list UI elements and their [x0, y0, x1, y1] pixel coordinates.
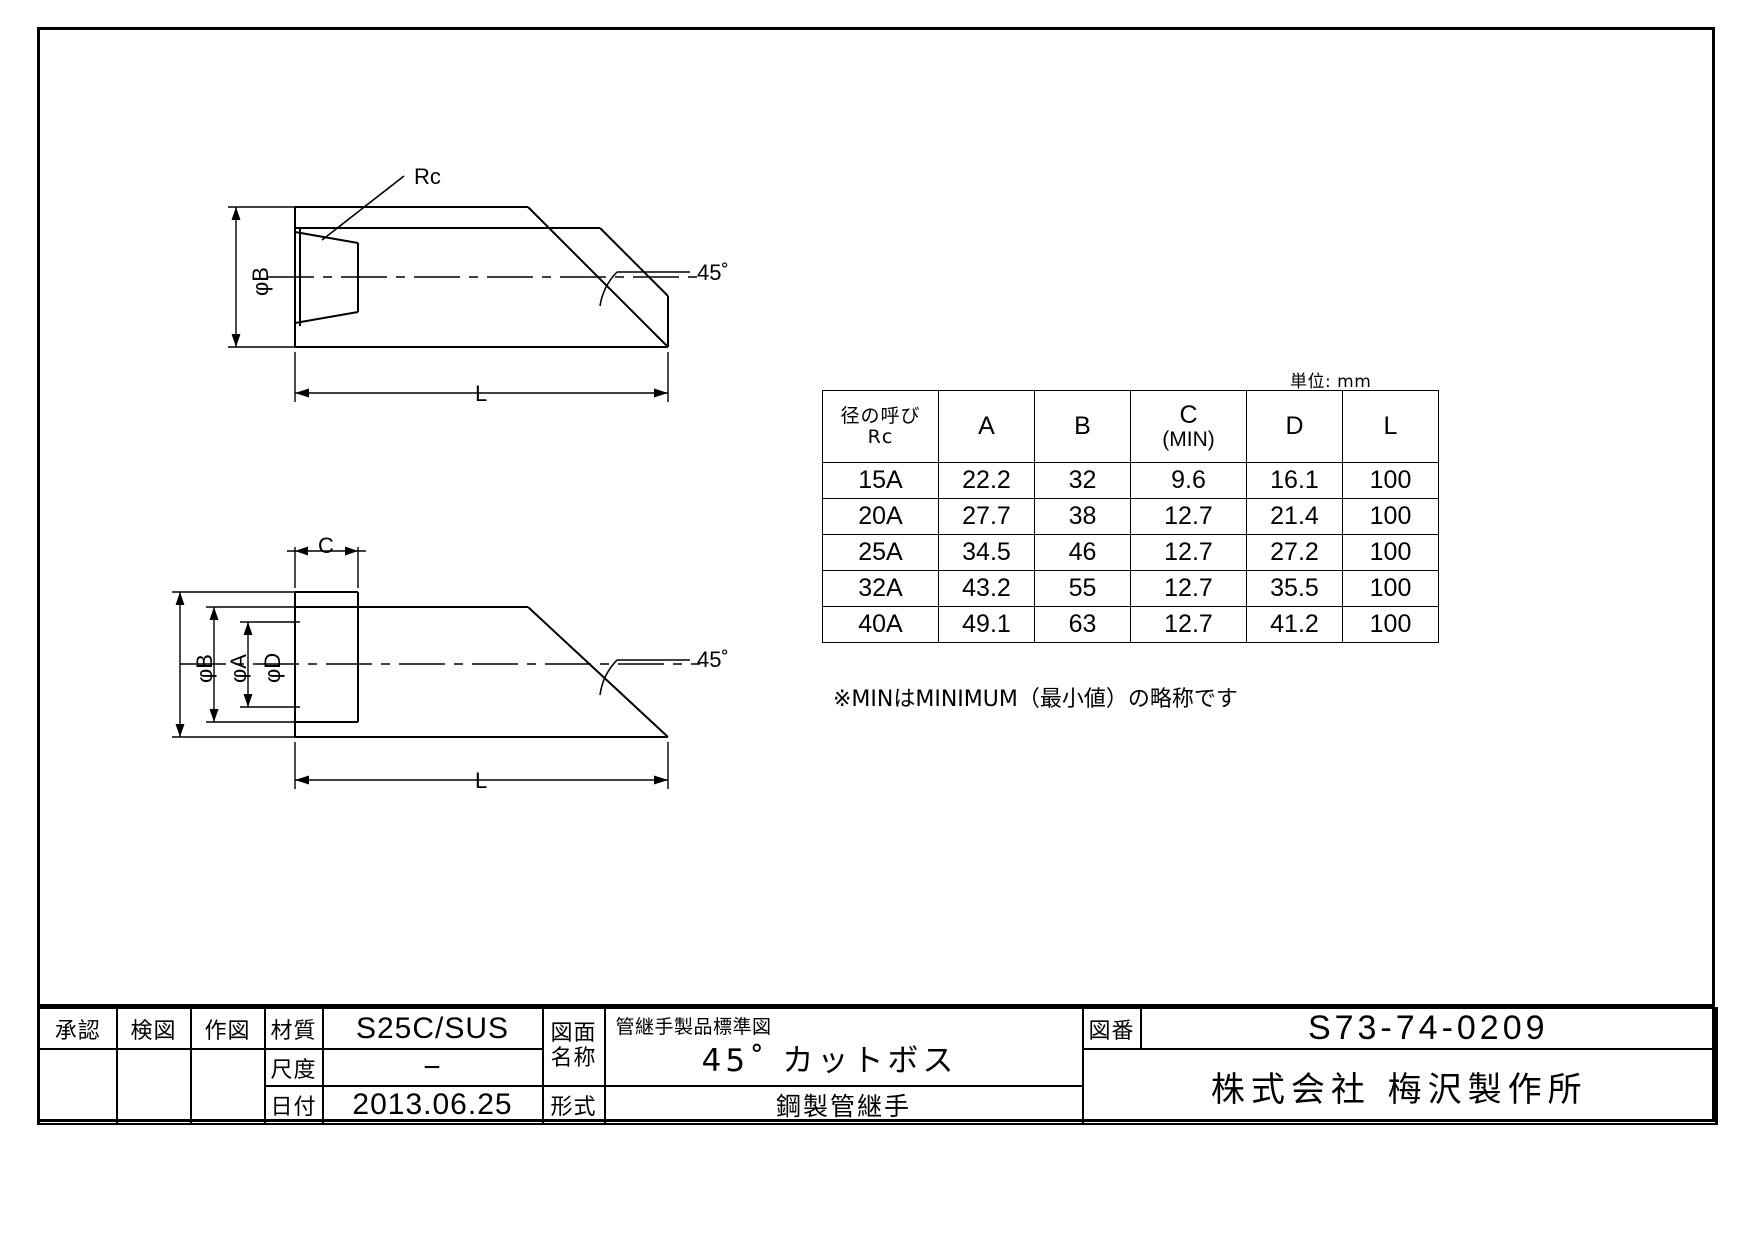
- label-rc: Rc: [414, 164, 441, 189]
- drawing-name-label-line2: 名称: [550, 1045, 597, 1071]
- cell-d: 35.5: [1246, 570, 1343, 607]
- cell-a: 49.1: [938, 606, 1035, 643]
- label-l-bottom: L: [475, 768, 488, 793]
- draw-label: 作図: [189, 1006, 266, 1051]
- title-block-row-2: 尺度 − 株式会社 梅沢製作所: [37, 1048, 1718, 1125]
- draw-stamp-box[interactable]: [189, 1048, 266, 1125]
- drawing-name-sub: 管継手製品標準図: [615, 1016, 772, 1038]
- table-row: 25A 34.5 46 12.7 27.2 100: [822, 534, 1439, 571]
- header-c-min: (MIN): [1162, 427, 1215, 451]
- cell-c: 12.7: [1130, 534, 1247, 571]
- table-row: 40A 49.1 63 12.7 41.2 100: [822, 606, 1439, 643]
- title-block-table: 承認 検図 作図 材質 S25C/SUS 図面 名称 管継手製品標準図 45˚ …: [37, 1006, 1718, 1126]
- header-c-letter: C: [1179, 400, 1198, 429]
- approval-stamp-box[interactable]: [37, 1048, 118, 1125]
- cell-nominal: 32A: [822, 570, 939, 607]
- cell-b: 32: [1034, 462, 1131, 499]
- title-block-row-1: 承認 検図 作図 材質 S25C/SUS 図面 名称 管継手製品標準図 45˚ …: [37, 1006, 1718, 1087]
- scale-label: 尺度: [263, 1048, 324, 1087]
- cell-c: 12.7: [1130, 498, 1247, 535]
- form-label: 形式: [541, 1084, 606, 1126]
- header-d: D: [1246, 390, 1343, 463]
- approval-label: 承認: [37, 1006, 118, 1051]
- cell-d: 41.2: [1246, 606, 1343, 643]
- scale-value: −: [321, 1048, 544, 1087]
- cell-nominal: 25A: [822, 534, 939, 571]
- cell-a: 22.2: [938, 462, 1035, 499]
- dimension-table-body: 15A 22.2 32 9.6 16.1 100 20A 27.7 38 12.…: [822, 462, 1439, 643]
- table-row: 15A 22.2 32 9.6 16.1 100: [822, 462, 1439, 499]
- date-value: 2013.06.25: [321, 1084, 544, 1126]
- drawing-number-value: S73-74-0209: [1139, 1006, 1718, 1051]
- cell-nominal: 15A: [822, 462, 939, 499]
- header-nominal-line1: 径の呼び: [840, 404, 921, 427]
- drawing-number-text: S73-74-0209: [1307, 1009, 1549, 1048]
- cell-c: 12.7: [1130, 606, 1247, 643]
- dimension-table: 径の呼び Rc A B C (MIN) D L 15A 22.2: [822, 390, 1439, 643]
- header-b: B: [1034, 390, 1131, 463]
- cell-c: 12.7: [1130, 570, 1247, 607]
- cell-nominal: 20A: [822, 498, 939, 535]
- drawing-name-label: 図面 名称: [541, 1007, 606, 1087]
- cell-b: 38: [1034, 498, 1131, 535]
- header-c: C (MIN): [1130, 390, 1247, 463]
- drawing-name-value: 管継手製品標準図 45˚ カットボス: [603, 1007, 1084, 1087]
- form-value-text: 鋼製管継手: [775, 1091, 911, 1121]
- title-block: 承認 検図 作図 材質 S25C/SUS 図面 名称 管継手製品標準図 45˚ …: [37, 1004, 1718, 1126]
- cell-nominal: 40A: [822, 606, 939, 643]
- label-phib-bottom: φB: [192, 654, 217, 683]
- header-l: L: [1342, 390, 1439, 463]
- material-value: S25C/SUS: [321, 1006, 544, 1051]
- cell-d: 21.4: [1246, 498, 1343, 535]
- cell-l: 100: [1342, 606, 1439, 643]
- label-angle-bottom: 45˚: [697, 647, 729, 672]
- cell-l: 100: [1342, 570, 1439, 607]
- company-name: 株式会社 梅沢製作所: [1210, 1070, 1588, 1111]
- material-label: 材質: [263, 1006, 324, 1051]
- cell-b: 63: [1034, 606, 1131, 643]
- check-stamp-box[interactable]: [115, 1048, 192, 1125]
- header-nominal-diameter: 径の呼び Rc: [822, 390, 939, 463]
- table-row: 32A 43.2 55 12.7 35.5 100: [822, 570, 1439, 607]
- table-header-row: 径の呼び Rc A B C (MIN) D L: [822, 390, 1439, 463]
- title-block-row-3: 日付 2013.06.25 形式 鋼製管継手: [39, 1084, 1717, 1126]
- cell-b: 46: [1034, 534, 1131, 571]
- cell-l: 100: [1342, 462, 1439, 499]
- label-c-bottom: C: [318, 533, 334, 558]
- header-a: A: [938, 390, 1035, 463]
- label-phib-top: φB: [248, 267, 273, 296]
- company-name-cell: 株式会社 梅沢製作所: [1081, 1048, 1718, 1125]
- header-nominal-line2: Rc: [867, 425, 894, 448]
- label-l-top: L: [475, 381, 488, 406]
- cell-a: 43.2: [938, 570, 1035, 607]
- table-row: 20A 27.7 38 12.7 21.4 100: [822, 498, 1439, 535]
- drawing-number-label: 図番: [1081, 1006, 1142, 1051]
- drawing-name-label-line1: 図面: [550, 1021, 597, 1047]
- form-value: 鋼製管継手: [603, 1084, 1084, 1126]
- unit-note: 単位: mm: [1290, 372, 1372, 392]
- drawing-name-main: 45˚ カットボス: [701, 1043, 958, 1079]
- cell-l: 100: [1342, 498, 1439, 535]
- cell-a: 34.5: [938, 534, 1035, 571]
- label-angle-top: 45˚: [697, 260, 729, 285]
- check-label: 検図: [115, 1006, 192, 1051]
- cell-d: 27.2: [1246, 534, 1343, 571]
- dimension-table-wrapper: 径の呼び Rc A B C (MIN) D L 15A 22.2: [822, 390, 1439, 643]
- cell-b: 55: [1034, 570, 1131, 607]
- label-phia-bottom: φA: [226, 654, 251, 683]
- label-phid-bottom: φD: [260, 652, 285, 683]
- min-abbreviation-note: ※MINはMINIMUM（最小値）の略称です: [833, 687, 1238, 712]
- cell-a: 27.7: [938, 498, 1035, 535]
- date-label: 日付: [263, 1084, 324, 1126]
- cell-c: 9.6: [1130, 462, 1247, 499]
- cell-d: 16.1: [1246, 462, 1343, 499]
- cell-l: 100: [1342, 534, 1439, 571]
